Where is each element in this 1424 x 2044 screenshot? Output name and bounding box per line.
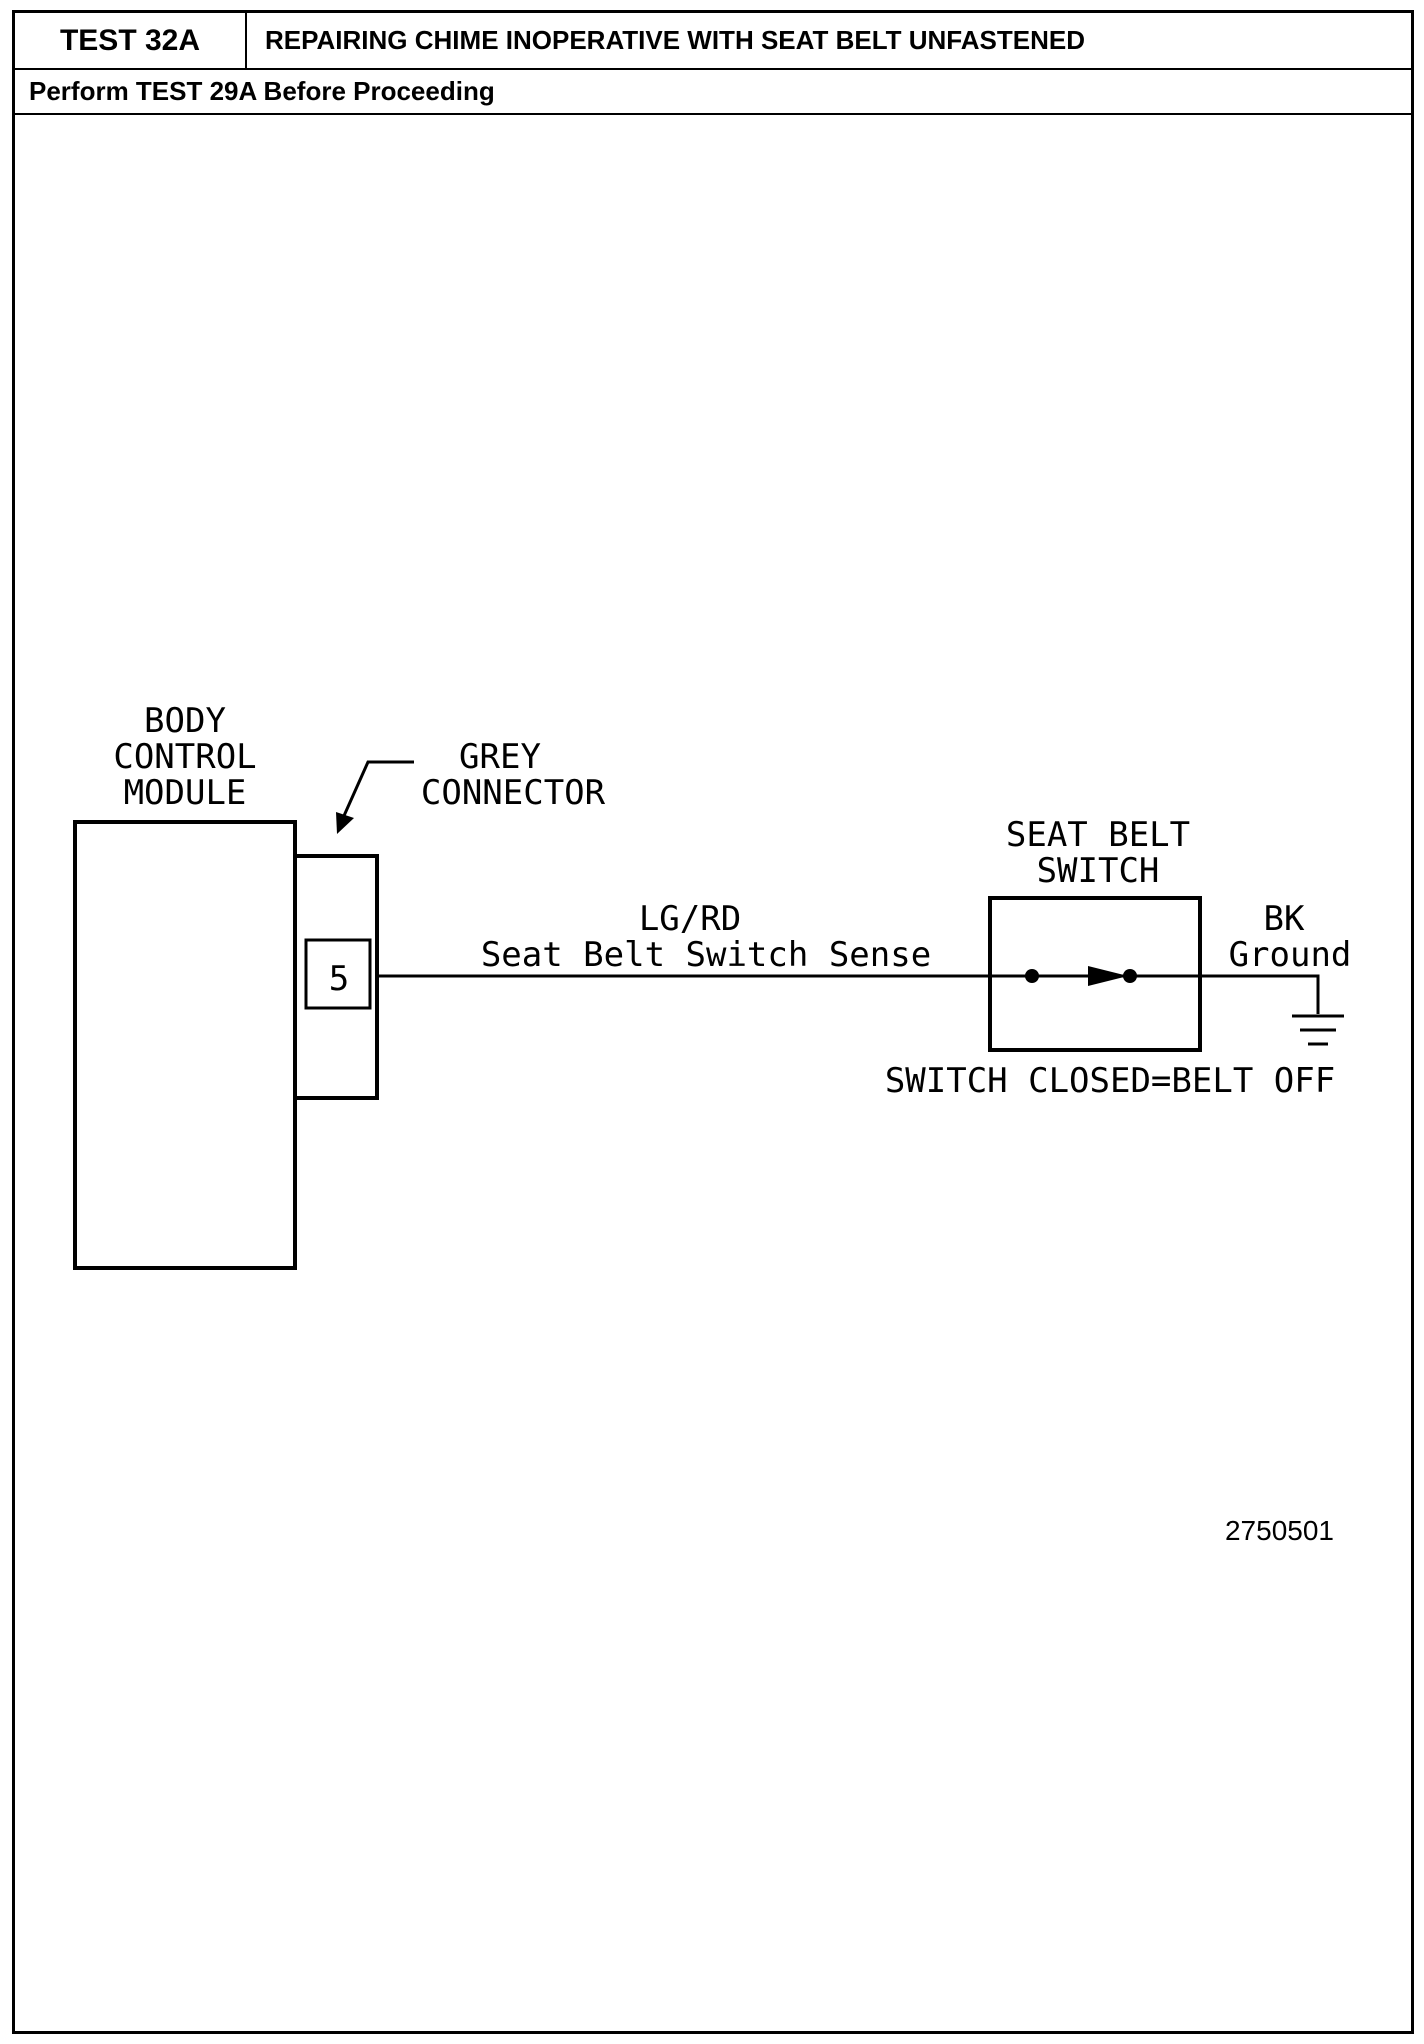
switch-state-note: SWITCH CLOSED=BELT OFF (885, 1061, 1335, 1101)
pin-number: 5 (329, 959, 349, 999)
prerequisite-note: Perform TEST 29A Before Proceeding (15, 70, 1411, 115)
connector-pointer-arrowhead (336, 812, 354, 834)
circuit-name-label: Seat Belt Switch Sense (481, 935, 931, 975)
connector-label-line-1: GREY (459, 737, 541, 777)
test-id: TEST 32A (15, 13, 247, 68)
switch-contact-left (1025, 969, 1039, 983)
ground-label: Ground (1229, 935, 1352, 975)
switch-label-line-1: SEAT BELT (1006, 815, 1190, 855)
ground-wire (1200, 974, 1320, 1014)
module-label-line-2: CONTROL (113, 737, 256, 777)
figure-number: 2750501 (1225, 1515, 1334, 1546)
wire-color-label: LG/RD (639, 899, 741, 939)
switch-contact-right (1123, 969, 1137, 983)
module-label-line-3: MODULE (124, 773, 247, 813)
ground-wire-color-label: BK (1264, 899, 1305, 939)
body-control-module-box (73, 820, 297, 1270)
header-row: TEST 32A REPAIRING CHIME INOPERATIVE WIT… (15, 13, 1411, 70)
page-frame: TEST 32A REPAIRING CHIME INOPERATIVE WIT… (12, 10, 1414, 2034)
connector-pin-box (304, 938, 372, 1010)
module-label-line-1: BODY (144, 701, 226, 741)
test-title: REPAIRING CHIME INOPERATIVE WITH SEAT BE… (265, 25, 1085, 55)
switch-label-line-2: SWITCH (1037, 851, 1160, 891)
connector-pointer-line (341, 760, 414, 819)
connector-label-line-2: CONNECTOR (421, 773, 606, 813)
switch-contact-arrow (1088, 966, 1128, 986)
